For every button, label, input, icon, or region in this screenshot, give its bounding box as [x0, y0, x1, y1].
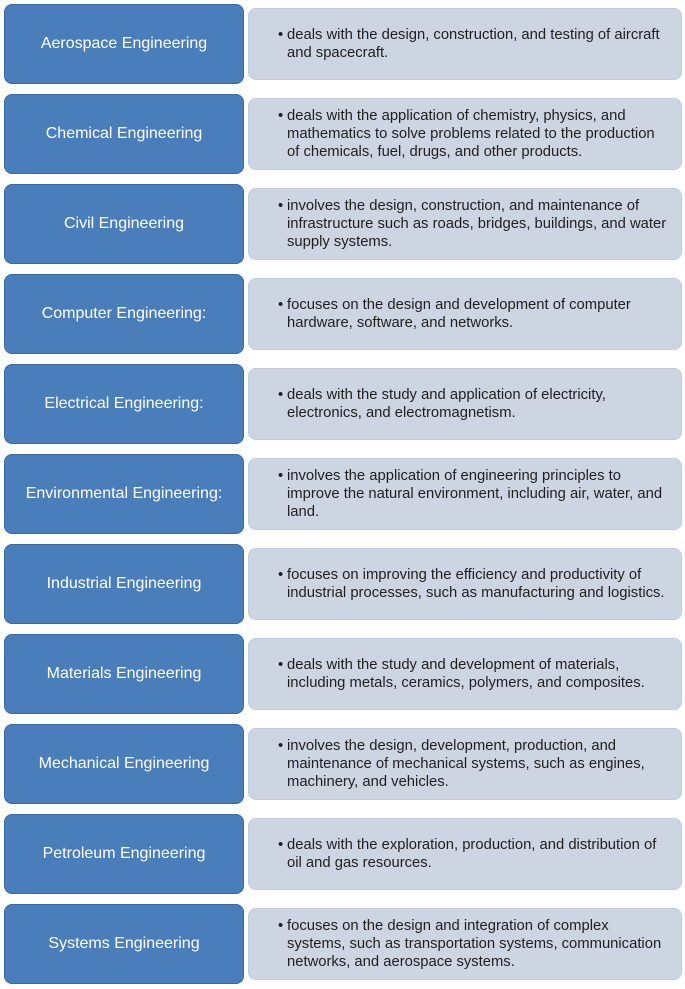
engineering-list: Aerospace Engineering deals with the des…: [4, 4, 682, 984]
item-description-box: involves the design, development, produc…: [248, 728, 682, 800]
item-description-box: deals with the study and application of …: [248, 368, 682, 440]
item-description-box: deals with the design, construction, and…: [248, 8, 682, 80]
item-description: involves the design, development, produc…: [278, 737, 667, 791]
item-title: Chemical Engineering: [4, 94, 244, 174]
item-description-box: focuses on improving the efficiency and …: [248, 548, 682, 620]
item-description: focuses on the design and development of…: [278, 296, 667, 332]
item-description: deals with the study and application of …: [278, 386, 667, 422]
item-description: focuses on the design and integration of…: [278, 917, 667, 971]
item-title: Materials Engineering: [4, 634, 244, 714]
item-description: deals with the exploration, production, …: [278, 836, 667, 872]
item-description-box: involves the design, construction, and m…: [248, 188, 682, 260]
list-item: Mechanical Engineering involves the desi…: [4, 724, 682, 804]
list-item: Electrical Engineering: deals with the s…: [4, 364, 682, 444]
list-item: Civil Engineering involves the design, c…: [4, 184, 682, 264]
item-title: Systems Engineering: [4, 904, 244, 984]
item-description-box: focuses on the design and integration of…: [248, 908, 682, 980]
item-title: Petroleum Engineering: [4, 814, 244, 894]
item-title: Mechanical Engineering: [4, 724, 244, 804]
item-title: Industrial Engineering: [4, 544, 244, 624]
item-description: involves the application of engineering …: [278, 467, 667, 521]
list-item: Chemical Engineering deals with the appl…: [4, 94, 682, 174]
item-title: Environmental Engineering:: [4, 454, 244, 534]
list-item: Aerospace Engineering deals with the des…: [4, 4, 682, 84]
item-description-box: involves the application of engineering …: [248, 458, 682, 530]
list-item: Systems Engineering focuses on the desig…: [4, 904, 682, 984]
item-description: deals with the study and development of …: [278, 656, 667, 692]
item-title: Computer Engineering:: [4, 274, 244, 354]
item-title: Aerospace Engineering: [4, 4, 244, 84]
item-title: Electrical Engineering:: [4, 364, 244, 444]
list-item: Computer Engineering: focuses on the des…: [4, 274, 682, 354]
item-description-box: deals with the application of chemistry,…: [248, 98, 682, 170]
list-item: Environmental Engineering: involves the …: [4, 454, 682, 534]
item-description-box: deals with the exploration, production, …: [248, 818, 682, 890]
list-item: Materials Engineering deals with the stu…: [4, 634, 682, 714]
item-description: focuses on improving the efficiency and …: [278, 566, 667, 602]
list-item: Petroleum Engineering deals with the exp…: [4, 814, 682, 894]
item-description: involves the design, construction, and m…: [278, 197, 667, 251]
item-title: Civil Engineering: [4, 184, 244, 264]
item-description-box: deals with the study and development of …: [248, 638, 682, 710]
item-description: deals with the application of chemistry,…: [278, 107, 667, 161]
list-item: Industrial Engineering focuses on improv…: [4, 544, 682, 624]
item-description: deals with the design, construction, and…: [278, 26, 667, 62]
item-description-box: focuses on the design and development of…: [248, 278, 682, 350]
